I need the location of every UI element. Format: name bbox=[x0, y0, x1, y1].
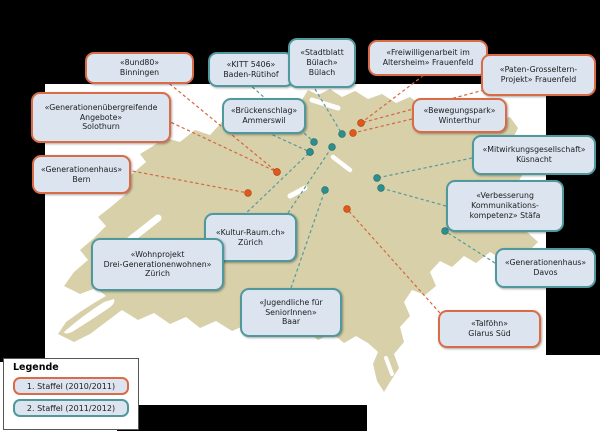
dot-paten bbox=[357, 119, 365, 127]
connector-talfoehn bbox=[346, 208, 441, 314]
project-label-line: «Talföhn» bbox=[471, 319, 508, 329]
project-label-line: Glarus Süd bbox=[468, 329, 511, 338]
connector-paten bbox=[360, 89, 485, 124]
project-label-line: Projekt» Frauenfeld bbox=[500, 75, 577, 84]
project-label-line: Binningen bbox=[119, 68, 160, 77]
connector-mitwirkung bbox=[376, 157, 473, 179]
switzerland-outline bbox=[58, 89, 538, 392]
project-label-line: Kommunikations- bbox=[471, 201, 539, 211]
connector-solothurn bbox=[165, 119, 278, 173]
project-label-line: «Generationenhaus» bbox=[40, 164, 123, 174]
project-label-line: Baden-Rütihof bbox=[223, 69, 279, 79]
project-box-bern: «Generationenhaus»Bern bbox=[32, 155, 131, 194]
background-bottom bbox=[117, 405, 367, 431]
project-label-line: «KITT 5406» bbox=[226, 59, 276, 69]
project-box-kultur: «Kultur-Raum.ch»Zürich bbox=[204, 213, 297, 262]
project-label-line: «Jugendliche für bbox=[259, 297, 323, 307]
project-label-line: «Mitwirkungsgesellschaft» bbox=[482, 145, 586, 155]
dot-bern bbox=[244, 189, 252, 197]
project-label-line: Drei-Generationenwohnen» bbox=[103, 259, 212, 269]
project-box-kitt: «KITT 5406»Baden-Rütihof bbox=[208, 52, 294, 87]
project-label-line: Bülach» bbox=[306, 58, 338, 68]
project-label-line: «Brückenschlag» bbox=[230, 106, 298, 116]
project-label-line: «Freiwilligenarbeit im bbox=[386, 48, 470, 58]
legend: Legende 1. Staffel (2010/2011) 2. Staffe… bbox=[3, 358, 139, 430]
connector-binningen bbox=[164, 79, 278, 173]
project-label-line: «8und80» bbox=[119, 58, 160, 68]
rhine-notch bbox=[309, 97, 341, 111]
project-box-davos: «Generationenhaus»Davos bbox=[495, 248, 596, 288]
connector-bewegungspark bbox=[352, 118, 413, 134]
dot-bewegungspark bbox=[349, 129, 357, 137]
dot-kitt bbox=[310, 138, 318, 146]
project-label-line: «Generationenübergreifende bbox=[44, 102, 158, 112]
project-box-talfoehn: «Talföhn»Glarus Süd bbox=[438, 310, 541, 348]
dot-jugendliche bbox=[321, 186, 329, 194]
project-label-line: Ammerswil bbox=[242, 116, 286, 125]
project-label-line: Baar bbox=[281, 317, 301, 327]
dot-talfoehn bbox=[343, 205, 351, 213]
project-label-line: «Wohnprojekt bbox=[130, 249, 185, 259]
project-box-paten: «Paten-Grosseltern-Projekt» Frauenfeld bbox=[481, 54, 596, 96]
lake-lucerne bbox=[287, 185, 308, 199]
project-label-line: «Kultur-Raum.ch» bbox=[215, 227, 286, 237]
dot-solothurn bbox=[273, 168, 281, 176]
project-label-line: Davos bbox=[533, 268, 558, 277]
legend-title: Legende bbox=[13, 362, 59, 373]
project-label-line: Bülach bbox=[308, 67, 336, 77]
lake-geneva bbox=[64, 299, 115, 334]
connector-stadtblatt bbox=[311, 83, 343, 135]
project-label-line: «Verbesserung bbox=[476, 191, 534, 201]
project-box-mitwirkung: «Mitwirkungsgesellschaft»Küsnacht bbox=[472, 135, 596, 175]
dot-stadtblatt bbox=[338, 130, 346, 138]
project-label-line: Winterthur bbox=[438, 115, 481, 125]
lake-maggiore bbox=[384, 356, 394, 376]
project-box-bewegungspark: «Bewegungspark»Winterthur bbox=[412, 98, 507, 133]
connector-kultur bbox=[287, 146, 333, 214]
project-label-line: «Paten-Grosseltern- bbox=[499, 65, 578, 75]
project-label-line: Küsnacht bbox=[516, 155, 552, 164]
project-label-line: Zürich bbox=[238, 237, 263, 247]
connector-kitt bbox=[247, 82, 315, 143]
lake-zurich bbox=[330, 154, 353, 173]
project-label-line: «Stadtblatt bbox=[300, 48, 344, 58]
project-label-line: Altersheim» Frauenfeld bbox=[382, 58, 474, 67]
dot-wohnprojekt bbox=[306, 148, 314, 156]
legend-item-staffel-1: 1. Staffel (2010/2011) bbox=[13, 377, 129, 395]
connector-davos bbox=[444, 230, 496, 264]
project-box-brueckenschlag: «Brückenschlag»Ammerswil bbox=[222, 98, 306, 134]
project-label-line: Bern bbox=[72, 174, 91, 184]
project-label-line: «Generationenhaus» bbox=[504, 258, 587, 268]
dot-staefa bbox=[377, 184, 385, 192]
project-label-line: Angebote» bbox=[79, 112, 123, 122]
dot-kultur bbox=[328, 143, 336, 151]
connector-freiwilligen bbox=[360, 71, 429, 124]
dot-davos bbox=[441, 227, 449, 235]
legend-item-staffel-2: 2. Staffel (2011/2012) bbox=[13, 399, 129, 417]
dot-mitwirkung bbox=[373, 174, 381, 182]
connector-bern bbox=[126, 169, 249, 194]
project-label-line: Solothurn bbox=[82, 122, 120, 132]
project-label-line: Zürich bbox=[145, 269, 170, 279]
lake-neuchatel bbox=[126, 214, 162, 244]
location-dots bbox=[244, 119, 449, 235]
project-label-line: SeniorInnen» bbox=[265, 307, 317, 317]
project-box-binningen: «8und80»Binningen bbox=[85, 52, 194, 84]
project-label-line: «Bewegungspark» bbox=[423, 105, 496, 115]
connector-wohnprojekt bbox=[217, 151, 311, 241]
project-label-line: kompetenz» Stäfa bbox=[469, 210, 541, 220]
